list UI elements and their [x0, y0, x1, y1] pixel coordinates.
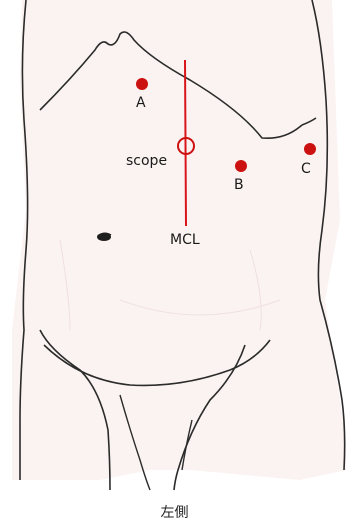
label-scope: scope	[126, 154, 167, 168]
label-b: B	[234, 178, 244, 192]
caption-left-side: 左側	[0, 502, 349, 522]
port-marker-a	[136, 78, 148, 90]
label-c: C	[301, 162, 311, 176]
label-a: A	[136, 96, 146, 110]
mcl-line	[185, 60, 186, 226]
navel-icon	[97, 233, 111, 241]
port-marker-b	[235, 160, 247, 172]
port-marker-c	[304, 143, 316, 155]
label-mcl: MCL	[170, 233, 200, 247]
